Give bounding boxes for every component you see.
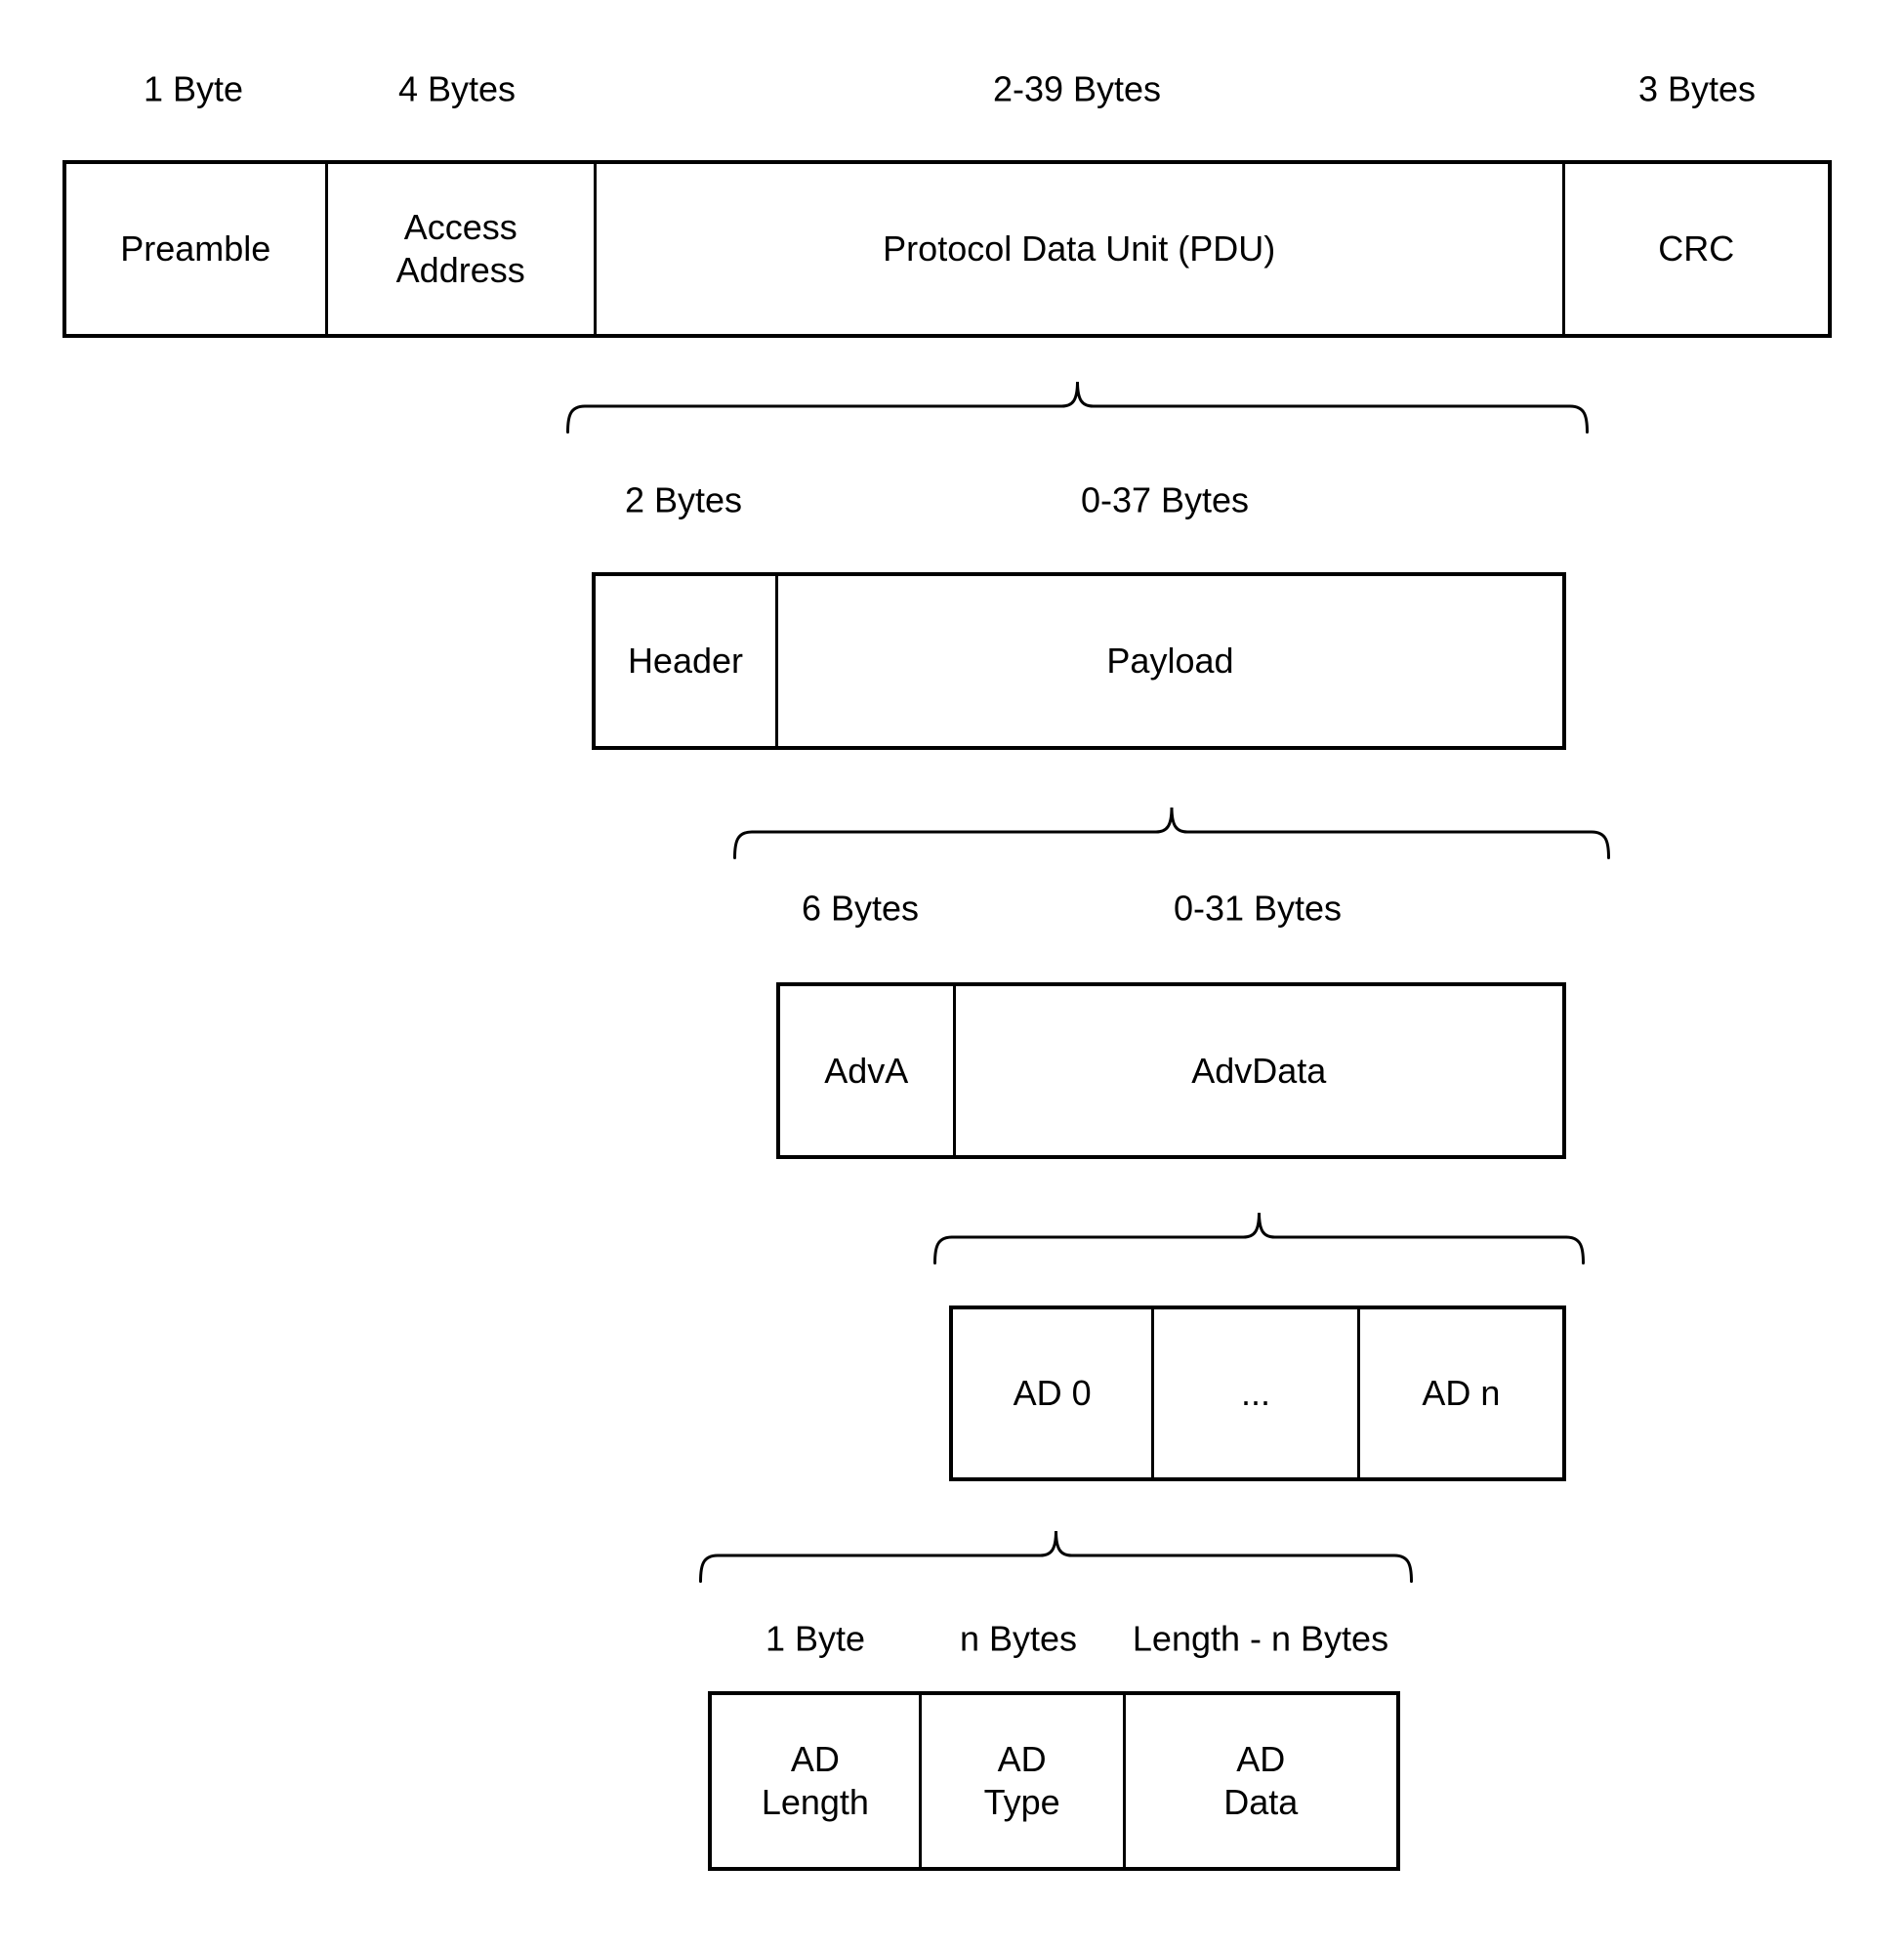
size-label-ad-data: Length - n Bytes — [1132, 1618, 1389, 1659]
ad-structure-row: AD Length AD Type AD Data — [708, 1691, 1400, 1871]
brace-pdu-expansion — [566, 381, 1589, 434]
cell-ad-type: AD Type — [918, 1695, 1123, 1867]
pdu-row: Header Payload — [592, 572, 1566, 750]
cell-adva: AdvA — [824, 1050, 909, 1091]
brace-payload-expansion — [733, 807, 1610, 859]
cell-ad-n: AD n — [1356, 1309, 1562, 1477]
cell-ad-0: AD 0 — [1013, 1373, 1092, 1413]
size-label-header: 2 Bytes — [624, 479, 743, 520]
brace-advdata-expansion — [933, 1212, 1585, 1264]
cell-header: Header — [627, 641, 744, 681]
payload-row: AdvA AdvData — [776, 982, 1566, 1159]
cell-access-address: Access Address — [324, 164, 594, 334]
cell-ad-length: AD Length — [761, 1739, 869, 1822]
size-label-pdu: 2-39 Bytes — [992, 68, 1162, 109]
size-label-adva: 6 Bytes — [801, 888, 920, 929]
packet-row: Preamble Access Address Protocol Data Un… — [62, 160, 1832, 338]
size-label-preamble: 1 Byte — [143, 68, 244, 109]
size-label-ad-length: 1 Byte — [765, 1618, 866, 1659]
cell-ad-ellipsis: ... — [1151, 1309, 1356, 1477]
cell-ad-data: AD Data — [1122, 1695, 1396, 1867]
cell-advdata: AdvData — [952, 986, 1562, 1155]
advdata-row: AD 0 ... AD n — [949, 1306, 1566, 1481]
cell-pdu: Protocol Data Unit (PDU) — [593, 164, 1562, 334]
cell-preamble: Preamble — [120, 228, 271, 269]
size-label-crc: 3 Bytes — [1637, 68, 1757, 109]
size-label-payload: 0-37 Bytes — [1080, 479, 1250, 520]
cell-crc: CRC — [1561, 164, 1828, 334]
size-label-ad-type: n Bytes — [959, 1618, 1078, 1659]
cell-payload: Payload — [774, 576, 1562, 746]
size-label-access-address: 4 Bytes — [397, 68, 517, 109]
size-label-advdata: 0-31 Bytes — [1173, 888, 1343, 929]
brace-ad0-expansion — [699, 1530, 1413, 1583]
